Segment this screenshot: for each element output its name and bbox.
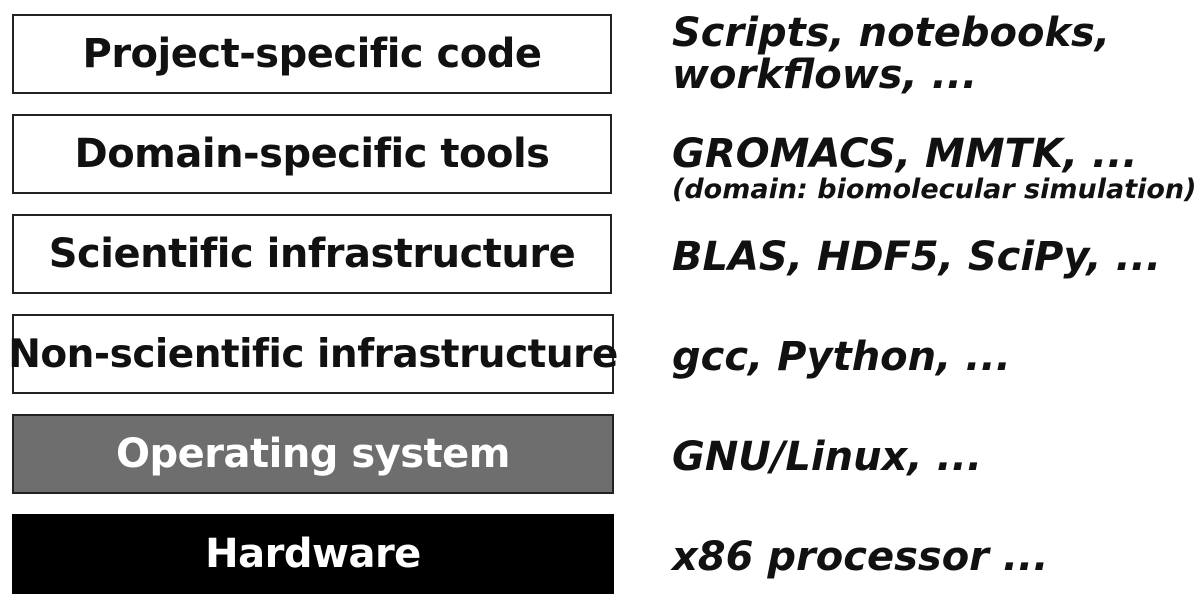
layer-examples-non-scientific-infrastructure: gcc, Python, ... [672, 336, 1011, 378]
example-line: BLAS, HDF5, SciPy, ... [672, 234, 1162, 280]
layer-box-project-specific-code: Project-specific code [12, 14, 612, 94]
layer-examples-operating-system: GNU/Linux, ... [672, 436, 982, 478]
layer-examples-project-specific-code: Scripts, notebooks, workflows, ... [672, 12, 1110, 96]
example-line: GROMACS, MMTK, ... [672, 131, 1138, 177]
layer-box-operating-system: Operating system [12, 414, 614, 494]
example-note: (domain: biomolecular simulation) [672, 174, 1197, 205]
layer-box-non-scientific-infrastructure: Non-scientific infrastructure [8, 314, 618, 394]
layer-examples-domain-specific-tools: GROMACS, MMTK, ... (domain: biomolecular… [672, 133, 1196, 205]
layer-examples-scientific-infrastructure: BLAS, HDF5, SciPy, ... [672, 236, 1161, 278]
layer-box-hardware: Hardware [12, 514, 614, 594]
layer-box-domain-specific-tools: Domain-specific tools [12, 114, 612, 194]
example-line: gcc, Python, ... [672, 334, 1011, 380]
example-line: workflows, ... [672, 52, 978, 98]
example-line: x86 processor ... [672, 534, 1049, 580]
layer-box-scientific-infrastructure: Scientific infrastructure [12, 214, 612, 294]
example-line: GNU/Linux, ... [672, 434, 983, 480]
layer-examples-hardware: x86 processor ... [672, 536, 1048, 578]
example-line: Scripts, notebooks, [672, 10, 1111, 56]
